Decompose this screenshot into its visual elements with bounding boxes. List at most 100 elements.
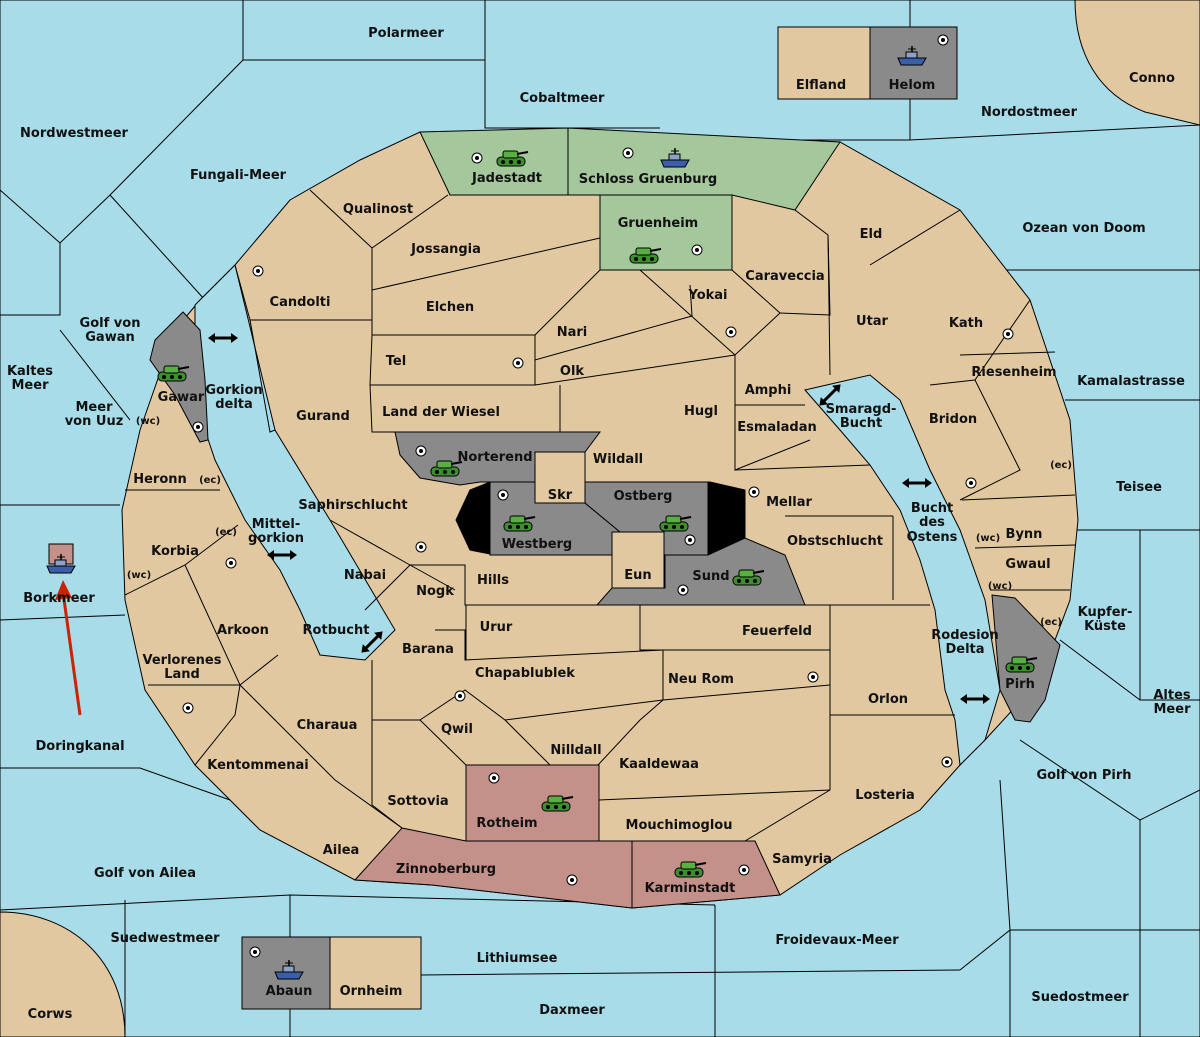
province-gruenheim[interactable] — [599, 194, 733, 271]
sea-label: Lithiumsee — [477, 951, 558, 966]
province-label: Ostberg — [614, 489, 673, 504]
province-label: Eld — [860, 227, 883, 242]
sea-label: Küste — [1084, 619, 1126, 634]
province-label: Karminstadt — [645, 881, 736, 896]
sea-label: Gorkion — [205, 383, 262, 398]
sea-label: Teisee — [1116, 480, 1162, 495]
sea-label: Daxmeer — [539, 1003, 605, 1018]
province-label: Zinnoberburg — [396, 862, 496, 877]
province-label: Bynn — [1006, 527, 1043, 542]
sea-label: Suedwestmeer — [110, 931, 220, 946]
sea-labels: Polarmeer Cobaltmeer Nordwestmeer Fungal… — [7, 26, 1191, 1022]
sea-label: Rodesion — [931, 628, 998, 643]
province-label: Jossangia — [410, 242, 481, 257]
province-label: Westberg — [502, 537, 572, 552]
sea-label: Polarmeer — [368, 26, 444, 41]
province-label: Nari — [557, 325, 588, 340]
province-label: Chapablublek — [475, 666, 575, 681]
sea-label: Altes — [1153, 688, 1191, 703]
sea-label: Meer — [12, 378, 50, 393]
sea-label: Ostens — [907, 530, 958, 545]
province-label: Obstschlucht — [787, 534, 883, 549]
sea-label: Cobaltmeer — [520, 91, 605, 106]
province-label: Pirh — [1005, 677, 1035, 692]
sea-label: des — [919, 515, 945, 530]
province-label: Elchen — [426, 300, 474, 315]
province-label: Yokai — [687, 288, 727, 303]
province-label: Candolti — [270, 295, 331, 310]
province-label: Gurand — [296, 409, 350, 424]
province-label: Gawar — [158, 390, 205, 405]
coast-labels: (wc) (ec) (ec) (wc) (ec) (wc) (wc) (ec) — [127, 416, 1072, 628]
province-eun[interactable] — [611, 531, 665, 589]
province-label: Amphi — [745, 383, 792, 398]
sea-label: Ozean von Doom — [1022, 221, 1145, 236]
province-label: Hills — [477, 573, 509, 588]
sea-label: Suedostmeer — [1031, 990, 1129, 1005]
province-label: Feuerfeld — [742, 624, 812, 639]
sea-label: Kupfer- — [1078, 605, 1133, 620]
province-label: Gruenheim — [618, 216, 698, 231]
province-label: Jadestadt — [471, 171, 542, 186]
province-label: Mouchimoglou — [626, 818, 733, 833]
province-label: Sund — [692, 569, 729, 584]
province-label: Charaua — [297, 718, 358, 733]
province-label: Gwaul — [1005, 557, 1050, 572]
province-label: Olk — [560, 364, 585, 379]
province-label: Kath — [949, 316, 983, 331]
province-label: Mellar — [766, 495, 812, 510]
province-labels: Elfland Helom Jadestadt Schloss Gruenbur… — [133, 78, 1056, 999]
province-label: Bridon — [929, 412, 977, 427]
province-label: Losteria — [855, 788, 915, 803]
province-label: Heronn — [133, 472, 187, 487]
province-label: Qualinost — [343, 202, 413, 217]
province-label: Nabai — [344, 568, 386, 583]
province-label: Esmaladan — [737, 420, 817, 435]
sea-label: Gawan — [85, 330, 134, 345]
sea-label: Kaltes — [7, 364, 53, 379]
coast-label: (wc) — [976, 533, 1000, 544]
sea-label: Meer — [1154, 702, 1192, 717]
coast-label: (wc) — [988, 581, 1012, 592]
coast-label: (wc) — [136, 416, 160, 427]
coast-label: (ec) — [215, 527, 237, 538]
sea-label: Conno — [1129, 71, 1175, 86]
sea-label: Froidevaux-Meer — [775, 933, 899, 948]
province-label: Utar — [856, 314, 889, 329]
province-label: Korbia — [151, 544, 199, 559]
sea-label: Meer — [76, 400, 114, 415]
sea-label: Doringkanal — [35, 739, 124, 754]
sea-label: Delta — [945, 642, 984, 657]
province-label: Neu Rom — [668, 672, 734, 687]
province-corws — [0, 911, 126, 1037]
province-label: Samyria — [772, 852, 832, 867]
province-label: Verlorenes — [142, 653, 221, 668]
province-label: Sottovia — [387, 794, 448, 809]
province-label: Qwil — [441, 722, 473, 737]
province-label: Land — [164, 667, 200, 682]
province-label: Nogk — [416, 584, 454, 599]
sea-label: Nordostmeer — [981, 105, 1078, 120]
province-rotheim[interactable] — [465, 764, 600, 842]
province-ornheim[interactable] — [329, 936, 422, 1010]
coast-label: (ec) — [199, 475, 221, 486]
sea-label: Nordwestmeer — [20, 126, 128, 141]
province-elfland[interactable] — [777, 26, 871, 100]
province-skr[interactable] — [534, 451, 586, 504]
province-label: Land der Wiesel — [382, 405, 500, 420]
province-label: Hugl — [684, 404, 718, 419]
sea-label: Bucht — [840, 416, 882, 431]
province-label: Norterend — [457, 450, 532, 465]
province-label: Barana — [402, 642, 454, 657]
province-conno — [1074, 0, 1200, 126]
sea-label: Borkmeer — [23, 591, 95, 606]
sea-label: Golf von Ailea — [94, 866, 196, 881]
province-label: Eun — [624, 568, 651, 583]
sea-label: Kamalastrasse — [1077, 374, 1185, 389]
sea-label: Bucht — [911, 501, 953, 516]
sea-label: Corws — [28, 1007, 73, 1022]
province-karminstadt[interactable] — [631, 840, 781, 909]
sea-label: delta — [215, 397, 253, 412]
